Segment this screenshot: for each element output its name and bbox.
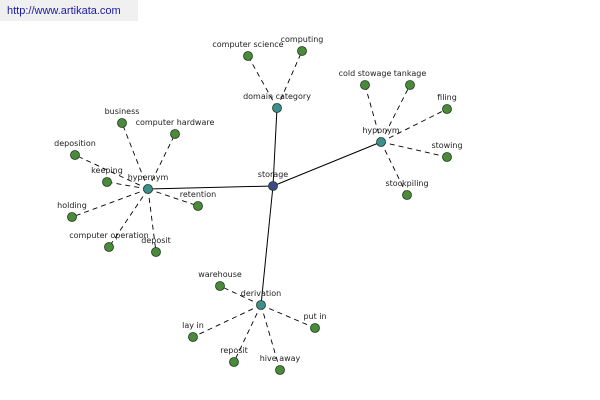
label-computer-science[interactable]: computer science — [212, 40, 283, 49]
node-cold-stowage[interactable] — [360, 80, 370, 90]
edges-layer — [71, 50, 448, 371]
node-hive-away[interactable] — [275, 365, 285, 375]
edge-storage-derivation — [260, 185, 274, 306]
node-hypernym[interactable] — [143, 184, 153, 194]
nodes-layer — [67, 46, 452, 375]
label-hive-away[interactable]: hive away — [260, 354, 301, 363]
node-put-in[interactable] — [310, 323, 320, 333]
node-computing[interactable] — [297, 46, 307, 56]
edge-hypernym-keeping — [106, 181, 149, 190]
node-deposit[interactable] — [151, 247, 161, 257]
node-computer-science[interactable] — [243, 51, 253, 61]
node-computer-hardware[interactable] — [170, 129, 180, 139]
label-computing[interactable]: computing — [281, 35, 324, 44]
label-computer-operation[interactable]: computer operation — [69, 231, 149, 240]
edge-domain-category-computing — [276, 50, 303, 109]
label-deposit[interactable]: deposit — [141, 236, 171, 245]
node-deposition[interactable] — [70, 150, 80, 160]
label-put-in[interactable]: put in — [303, 312, 326, 321]
edge-derivation-warehouse — [219, 285, 262, 306]
node-domain-category[interactable] — [272, 103, 282, 113]
node-stowing[interactable] — [442, 152, 452, 162]
edge-hypernym-deposit — [147, 188, 157, 253]
label-computer-hardware[interactable]: computer hardware — [136, 118, 215, 127]
edge-storage-domain-category — [272, 107, 278, 187]
node-computer-operation[interactable] — [104, 242, 114, 252]
node-retention[interactable] — [193, 201, 203, 211]
label-stowing[interactable]: stowing — [431, 141, 462, 150]
edge-hyponym-tankage — [380, 84, 411, 143]
label-warehouse[interactable]: warehouse — [198, 270, 242, 279]
node-holding[interactable] — [67, 212, 77, 222]
url-banner: http://www.artikata.com — [0, 0, 138, 21]
edge-hypernym-deposition — [74, 154, 149, 190]
edge-hyponym-stockpiling — [380, 141, 408, 196]
label-storage[interactable]: storage — [258, 170, 288, 179]
edge-hyponym-stowing — [380, 141, 448, 158]
edge-derivation-hive-away — [260, 304, 281, 371]
label-reposit[interactable]: reposit — [220, 346, 248, 355]
node-lay-in[interactable] — [188, 332, 198, 342]
node-derivation[interactable] — [256, 300, 266, 310]
label-keeping[interactable]: keeping — [91, 166, 123, 175]
node-reposit[interactable] — [229, 357, 239, 367]
label-filing[interactable]: filing — [437, 93, 457, 102]
label-stockpiling[interactable]: stockpiling — [385, 179, 428, 188]
label-lay-in[interactable]: lay in — [182, 321, 204, 330]
label-derivation[interactable]: derivation — [241, 289, 281, 298]
edge-hypernym-holding — [71, 188, 149, 218]
node-storage[interactable] — [268, 181, 278, 191]
label-hyponym[interactable]: hyponym — [362, 126, 400, 135]
edge-domain-category-computer-science — [247, 55, 278, 109]
label-domain-category[interactable]: domain category — [243, 92, 311, 101]
label-retention[interactable]: retention — [180, 190, 217, 199]
edge-derivation-put-in — [260, 304, 316, 329]
node-keeping[interactable] — [102, 177, 112, 187]
node-hyponym[interactable] — [376, 137, 386, 147]
label-hypernym[interactable]: hypernym — [128, 173, 169, 182]
edge-derivation-reposit — [233, 304, 262, 363]
label-business[interactable]: business — [105, 107, 140, 116]
label-cold-stowage[interactable]: cold stowage — [339, 69, 392, 78]
edge-storage-hyponym — [272, 141, 382, 187]
label-tankage[interactable]: tankage — [394, 69, 427, 78]
node-stockpiling[interactable] — [402, 190, 412, 200]
edge-hyponym-cold-stowage — [364, 84, 382, 143]
node-tankage[interactable] — [405, 80, 415, 90]
edge-storage-hypernym — [147, 185, 274, 190]
site-url[interactable]: http://www.artikata.com — [7, 5, 121, 17]
edge-hypernym-computer-operation — [108, 188, 149, 248]
edge-derivation-lay-in — [192, 304, 262, 338]
node-filing[interactable] — [442, 104, 452, 114]
node-warehouse[interactable] — [215, 281, 225, 291]
label-deposition[interactable]: deposition — [54, 139, 96, 148]
edge-hypernym-business — [121, 122, 149, 190]
node-business[interactable] — [117, 118, 127, 128]
edge-hypernym-computer-hardware — [147, 133, 176, 190]
edge-hyponym-filing — [380, 108, 448, 143]
label-holding[interactable]: holding — [57, 201, 87, 210]
